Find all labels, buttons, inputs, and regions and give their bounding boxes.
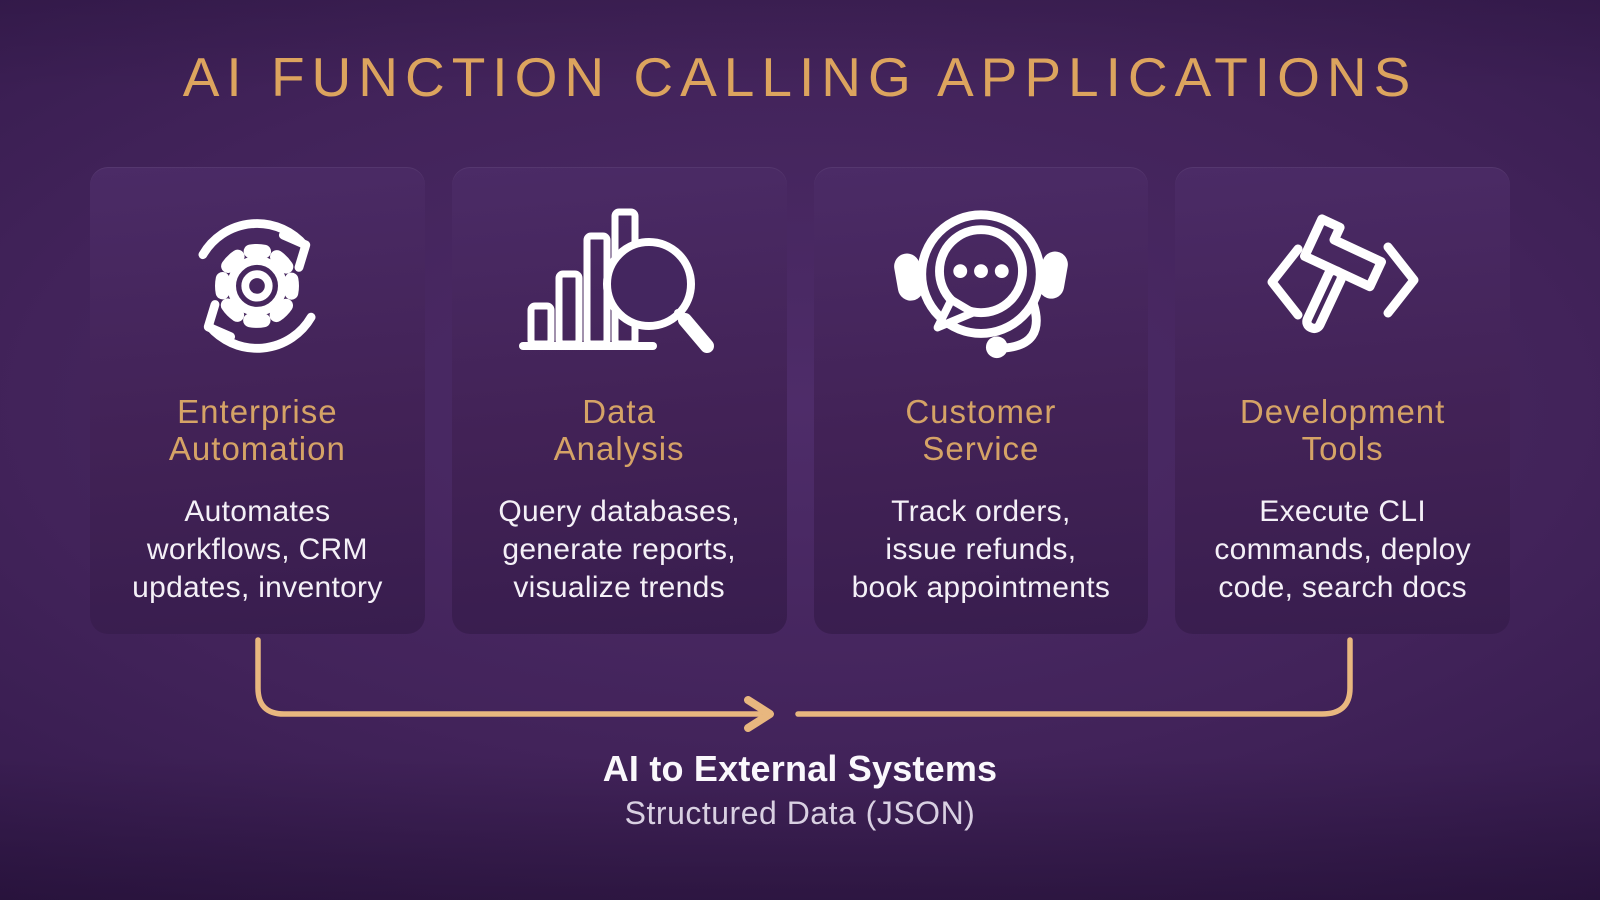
desc-line: Query databases, (498, 495, 740, 528)
card-heading-line2: Service (922, 430, 1040, 467)
desc-line: code, search docs (1218, 571, 1467, 604)
card-description: Execute CLI commands, deploy code, searc… (1214, 493, 1471, 607)
bracket-right-segment (795, 637, 1353, 717)
desc-line: Execute CLI (1259, 495, 1426, 528)
card-heading-line2: Analysis (553, 430, 685, 467)
card-heading-line1: Customer (905, 393, 1057, 430)
desc-line: book appointments (851, 571, 1111, 604)
desc-line: visualize trends (513, 571, 725, 604)
arrow-head-icon (744, 696, 774, 732)
card-enterprise-automation: Enterprise Automation Automates workflow… (90, 167, 425, 634)
application-cards-row: Enterprise Automation Automates workflow… (90, 167, 1510, 634)
card-heading-line1: Development (1239, 393, 1446, 430)
card-customer-service: Customer Service Track orders, issue ref… (813, 167, 1149, 634)
automation-sync-gear-icon (174, 193, 340, 373)
card-heading: Customer Service (905, 393, 1056, 467)
desc-line: commands, deploy (1214, 533, 1471, 566)
desc-line: Track orders, (891, 495, 1071, 528)
bracket-left-segment (255, 637, 763, 717)
card-development-tools: Development Tools Execute CLI commands, … (1175, 167, 1510, 634)
card-data-analysis: Data Analysis Query databases, generate … (451, 167, 787, 634)
card-heading-line2: Tools (1301, 430, 1384, 467)
card-heading: Data Analysis (554, 393, 685, 467)
desc-line: workflows, CRM (146, 533, 368, 566)
data-analysis-chart-magnifier-icon (519, 193, 719, 373)
card-description: Query databases, generate reports, visua… (498, 493, 740, 607)
card-heading: Enterprise Automation (169, 393, 346, 467)
card-heading: Development Tools (1240, 393, 1445, 467)
page-title: AI FUNCTION CALLING APPLICATIONS (182, 46, 1418, 108)
card-description: Track orders, issue refunds, book appoin… (852, 493, 1111, 607)
card-heading-line2: Automation (168, 430, 346, 467)
development-tools-code-hammer-icon (1258, 193, 1428, 373)
flow-label-heading: AI to External Systems (602, 748, 998, 789)
card-heading-line1: Data (582, 393, 656, 430)
desc-line: issue refunds, (885, 533, 1077, 566)
desc-line: updates, inventory (132, 571, 383, 604)
desc-line: Automates (184, 495, 331, 528)
flow-label-block: AI to External Systems Structured Data (… (0, 748, 1600, 832)
card-description: Automates workflows, CRM updates, invent… (132, 493, 383, 607)
customer-service-headset-chat-icon (892, 193, 1070, 373)
desc-line: generate reports, (502, 533, 736, 566)
flow-bracket-arrow (255, 637, 1353, 732)
card-heading-line1: Enterprise (177, 393, 338, 430)
flow-label-subheading: Structured Data (JSON) (624, 795, 976, 831)
